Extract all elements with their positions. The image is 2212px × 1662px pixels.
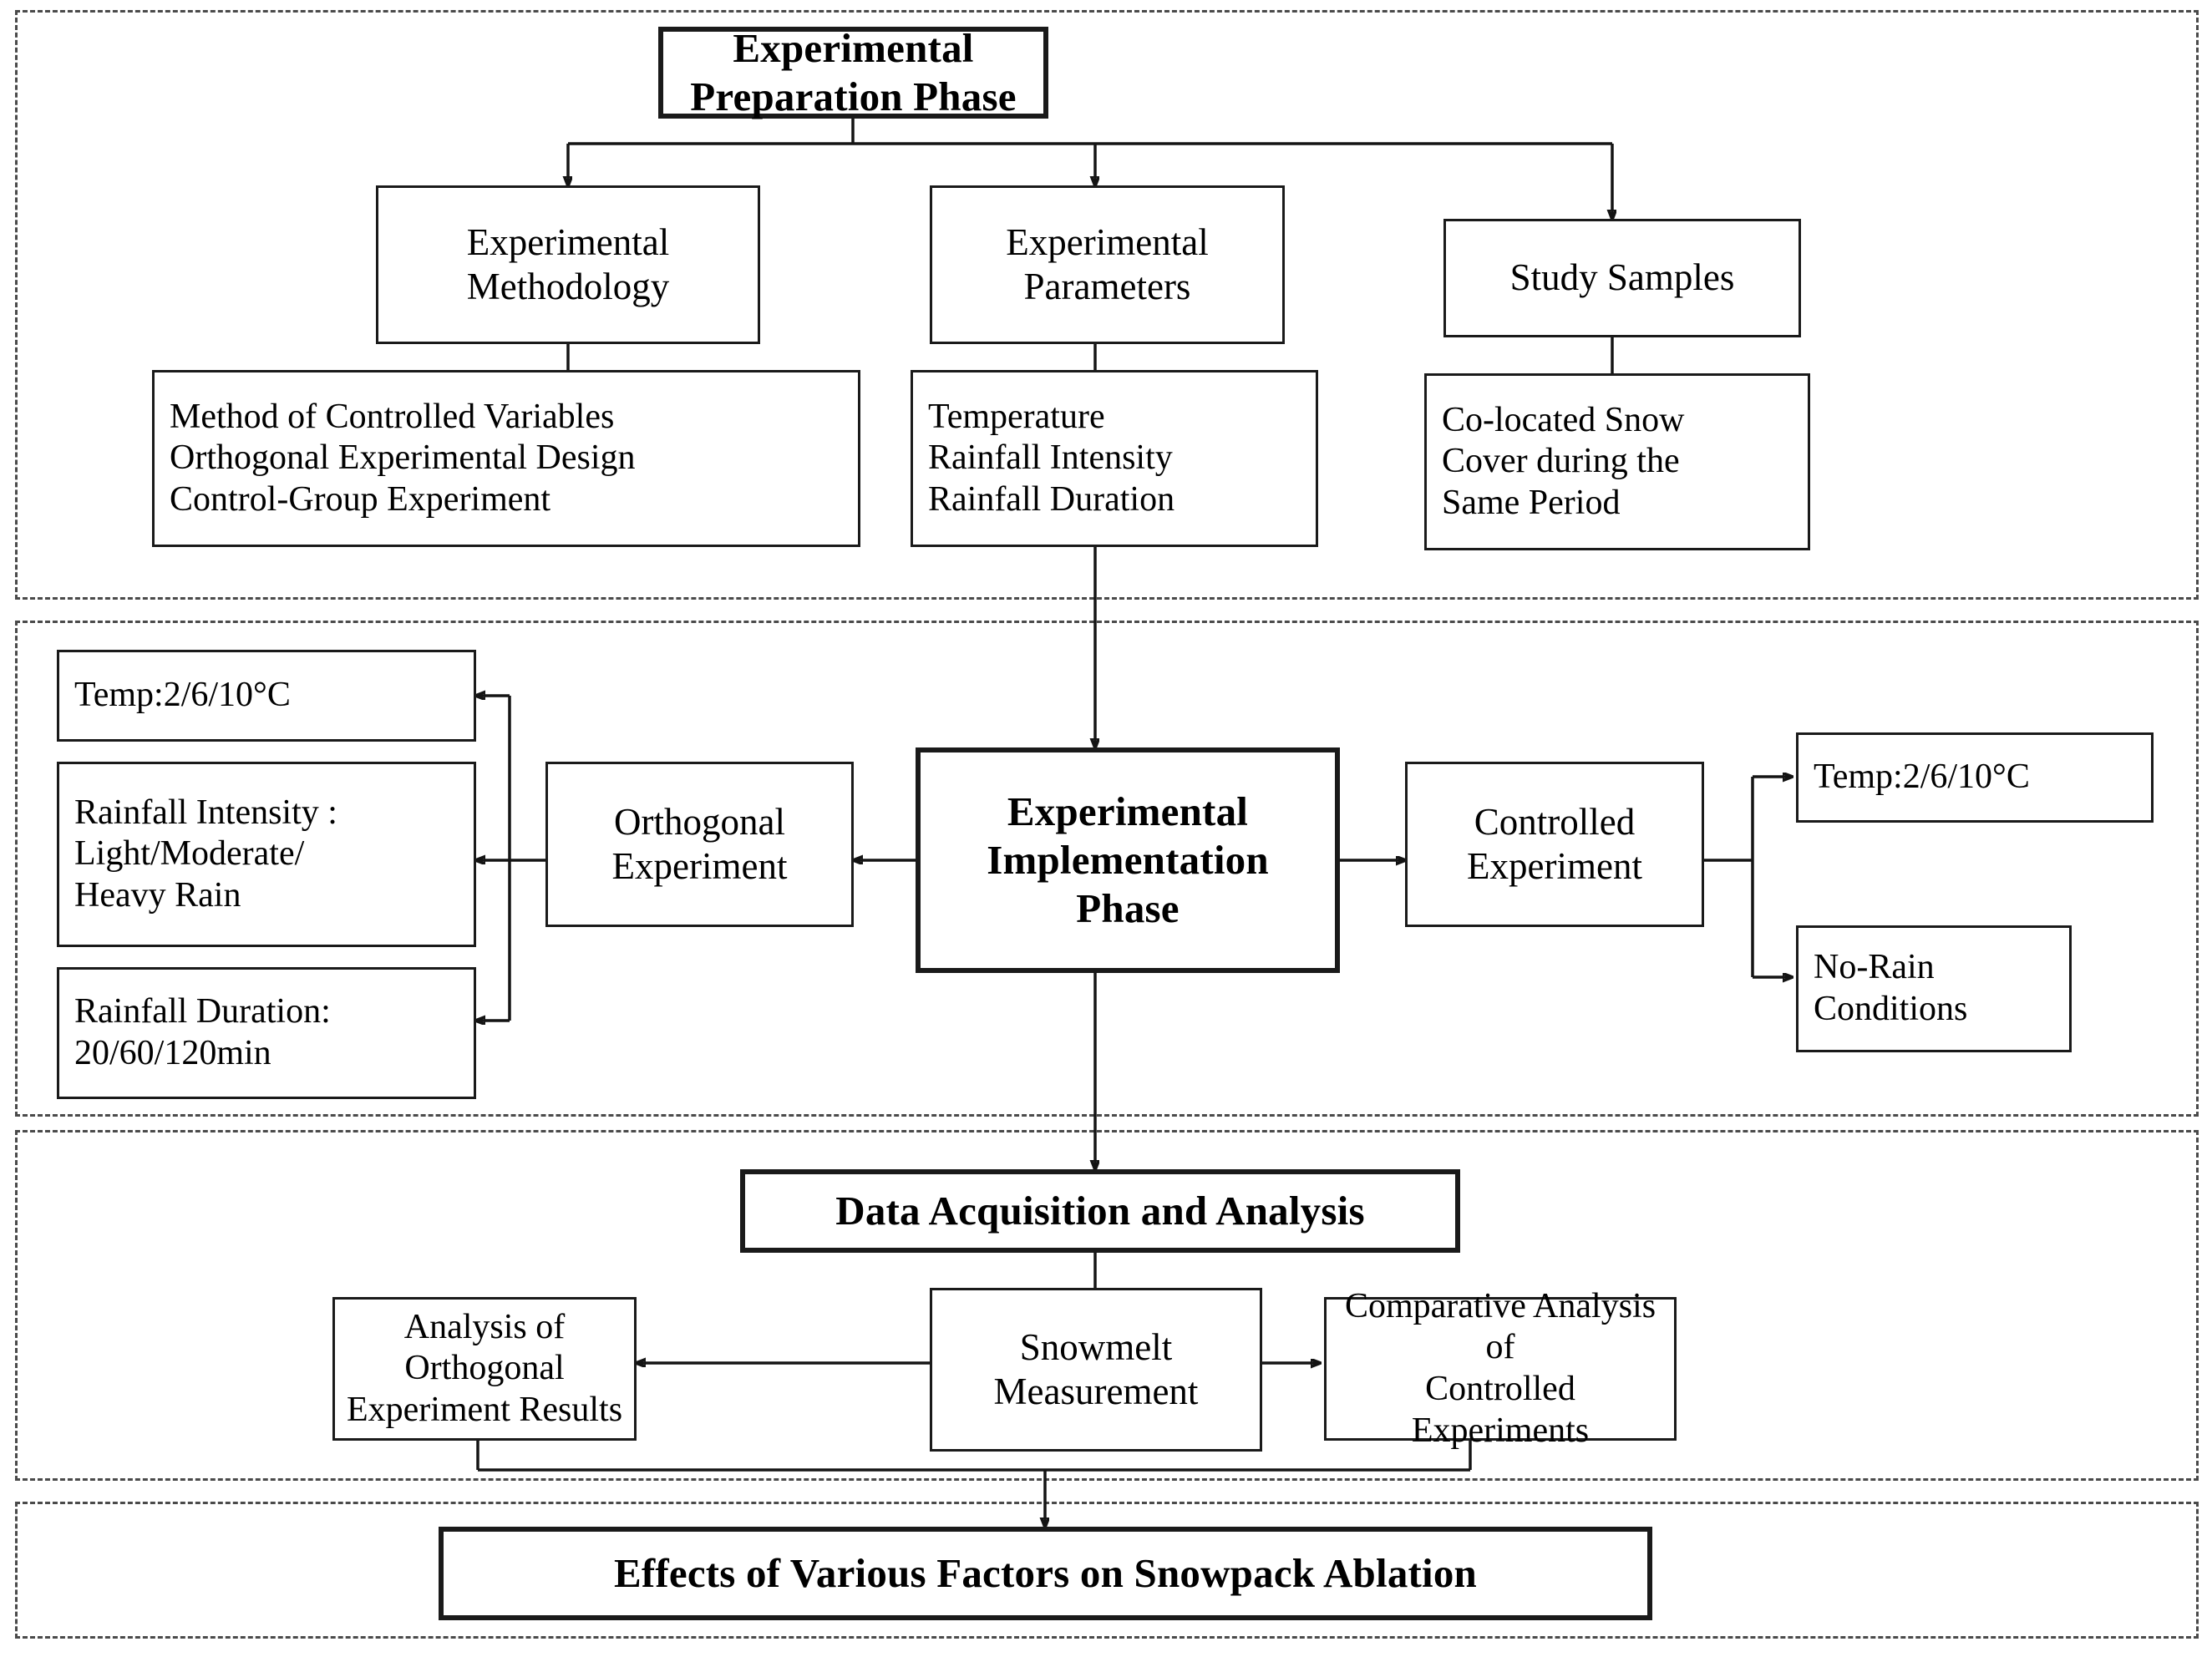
zone-implementation-phase (15, 621, 2199, 1117)
zone-preparation-phase (15, 10, 2199, 600)
node-comparative-analysis[interactable]: Comparative Analysis of Controlled Exper… (1324, 1287, 1677, 1450)
node-orthogonal-rain-duration[interactable]: Rainfall Duration: 20/60/120min (57, 967, 476, 1099)
node-analysis-orthogonal-results[interactable]: Analysis of Orthogonal Experiment Result… (332, 1297, 637, 1441)
node-methodology-detail[interactable]: Method of Controlled Variables Orthogona… (152, 370, 860, 547)
node-study-samples-detail[interactable]: Co-located Snow Cover during the Same Pe… (1424, 373, 1810, 550)
node-orthogonal-temp[interactable]: Temp:2/6/10°C (57, 650, 476, 742)
node-controlled-experiment[interactable]: Controlled Experiment (1405, 762, 1704, 927)
node-experimental-parameters[interactable]: Experimental Parameters (930, 185, 1285, 344)
zone-conclusion-phase (15, 1502, 2199, 1639)
node-analysis-phase-header[interactable]: Data Acquisition and Analysis (740, 1169, 1460, 1253)
node-preparation-phase-header[interactable]: Experimental Preparation Phase (658, 25, 1048, 119)
node-controlled-temp[interactable]: Temp:2/6/10°C (1796, 732, 2154, 823)
node-conclusion-header[interactable]: Effects of Various Factors on Snowpack A… (439, 1527, 1652, 1620)
node-parameters-detail[interactable]: Temperature Rainfall Intensity Rainfall … (911, 370, 1318, 547)
node-controlled-no-rain[interactable]: No-Rain Conditions (1796, 925, 2072, 1052)
node-orthogonal-rain-intensity[interactable]: Rainfall Intensity : Light/Moderate/ Hea… (57, 762, 476, 947)
node-snowmelt-measurement[interactable]: Snowmelt Measurement (930, 1288, 1262, 1452)
node-study-samples[interactable]: Study Samples (1443, 219, 1801, 337)
node-implementation-phase-header[interactable]: Experimental Implementation Phase (916, 747, 1340, 973)
zone-analysis-phase (15, 1130, 2199, 1481)
node-experimental-methodology[interactable]: Experimental Methodology (376, 185, 760, 344)
node-orthogonal-experiment[interactable]: Orthogonal Experiment (545, 762, 854, 927)
